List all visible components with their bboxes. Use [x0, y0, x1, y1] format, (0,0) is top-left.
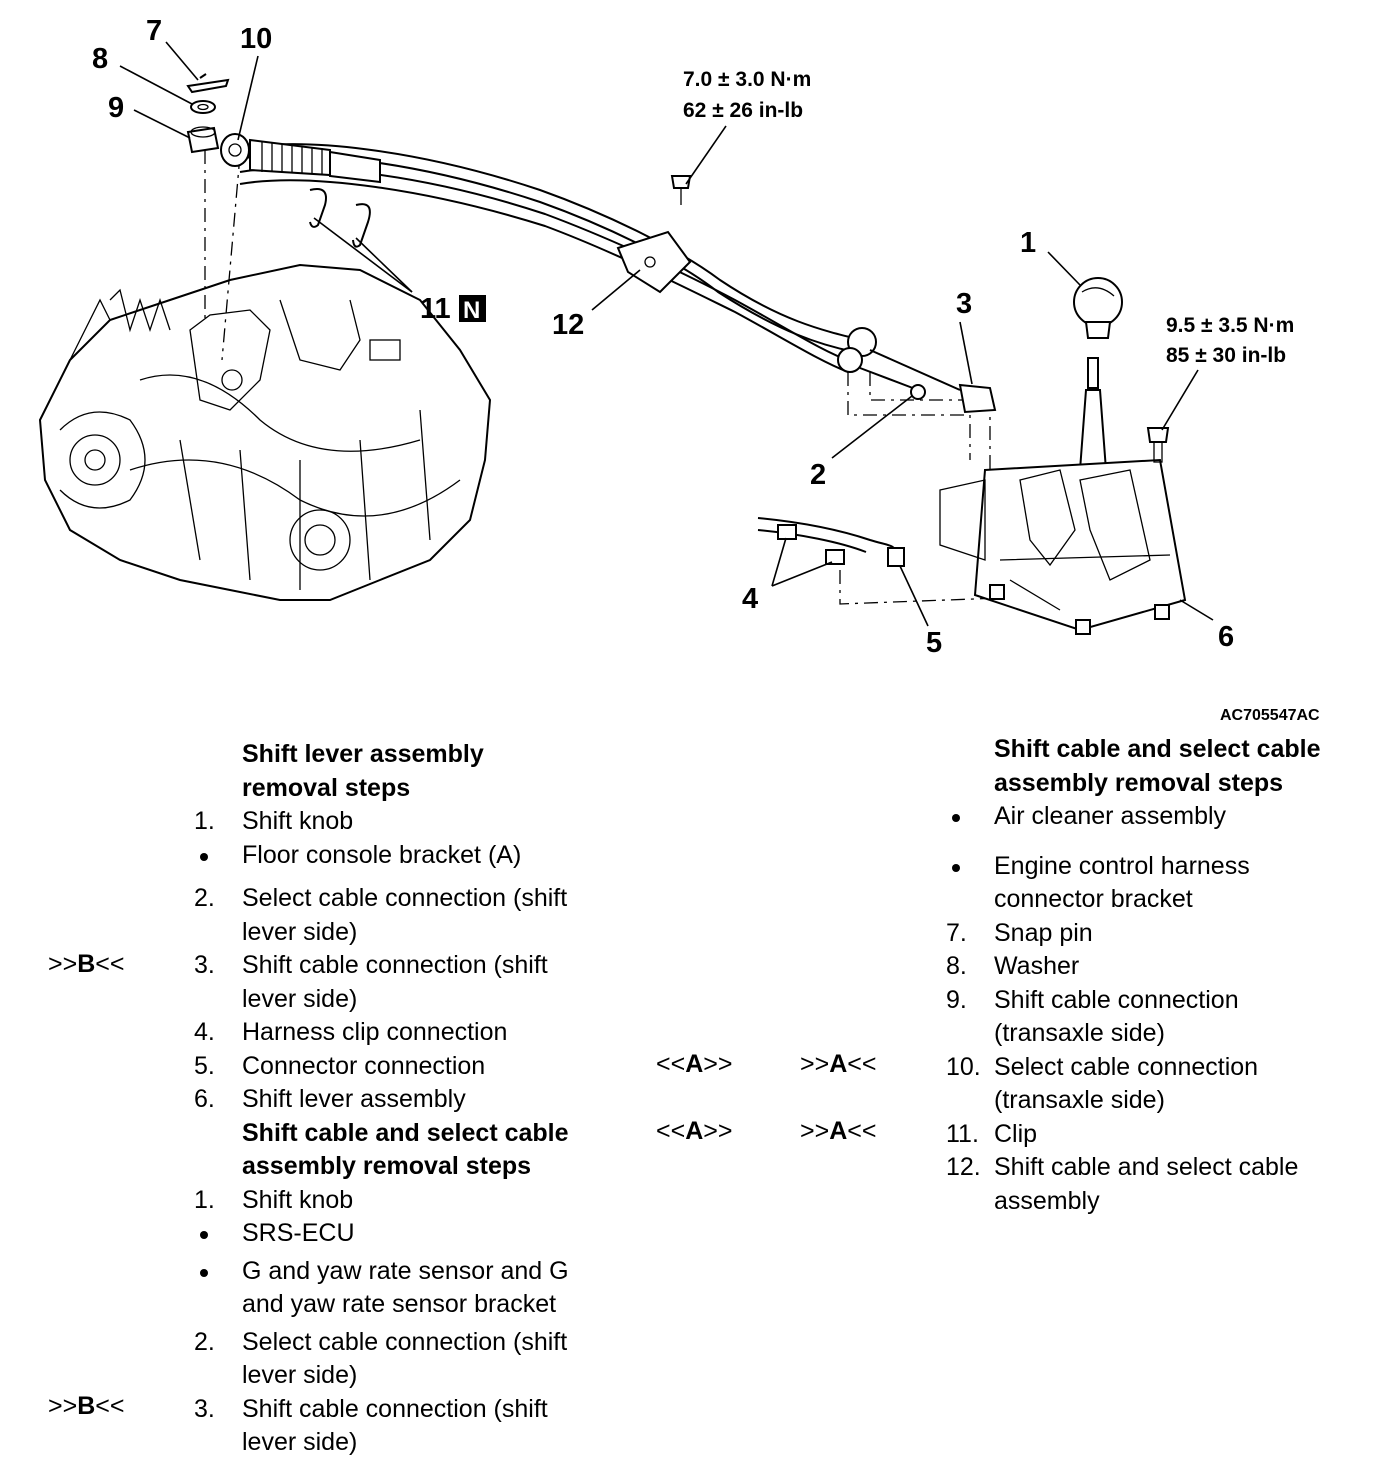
- step-row: connector bracket: [994, 885, 1193, 913]
- callout-11-badge-box: [459, 295, 486, 322]
- left-heading-line1: Shift lever assembly: [242, 740, 484, 768]
- step-row: SRS-ECU: [194, 1217, 634, 1251]
- left-heading-line3: Shift cable and select cable: [242, 1118, 569, 1147]
- harness-part: [757, 517, 905, 567]
- transaxle-illustration: [38, 263, 492, 601]
- service-mark-a-removal: <<A>>: [656, 1117, 733, 1145]
- callout-9: 9: [108, 92, 124, 124]
- callout-11-badge: N: [463, 297, 480, 324]
- callout-8: 8: [92, 43, 108, 75]
- bullet-icon: [200, 1231, 208, 1239]
- step-row: Air cleaner assembly: [946, 800, 1376, 834]
- callout-6: 6: [1218, 621, 1234, 653]
- figure-id-holder: AC705547AC: [1220, 707, 1320, 724]
- left-heading-line2: removal steps: [242, 773, 411, 802]
- callout-10: 10: [240, 23, 272, 55]
- service-mark-a-install: >>A<<: [800, 1050, 877, 1078]
- step-row: 12.Shift cable and select cable: [946, 1153, 1299, 1181]
- step-row: lever side): [242, 1361, 358, 1389]
- callout-2: 2: [810, 459, 826, 491]
- service-mark-a-install: >>A<<: [800, 1117, 877, 1145]
- callout-11: 11: [420, 293, 451, 325]
- step-row: 9.Shift cable connection: [946, 985, 1239, 1014]
- right-heading-line2: assembly removal steps: [994, 768, 1284, 797]
- step-row: Engine control harness: [946, 850, 1376, 884]
- service-mark-b: >>B<<: [48, 1392, 125, 1420]
- callout-7: 7: [146, 15, 162, 47]
- step-row: and yaw rate sensor bracket: [242, 1290, 557, 1318]
- figure-id-text: AC705547AC: [1220, 707, 1320, 724]
- callout-5: 5: [926, 627, 942, 659]
- bullet-icon: [200, 852, 208, 861]
- bullet-icon: [952, 814, 960, 822]
- snap-pin-part: [186, 73, 230, 94]
- exploded-diagram: 1 2 3 4 5 6 7 8 9 10 11 N 12 7.0 ± 3.0 N…: [38, 15, 1294, 659]
- step-row: lever side): [242, 984, 358, 1013]
- callout-1: 1: [1020, 227, 1036, 259]
- left-heading-line4: assembly removal steps: [242, 1152, 532, 1180]
- step-row: lever side): [242, 1428, 358, 1456]
- step-row: (transaxle side): [994, 1086, 1165, 1114]
- right-steps-column: Shift cable and select cable assembly re…: [946, 733, 1376, 1218]
- step-row: 3.Shift cable connection (shift: [194, 951, 548, 979]
- callout-3: 3: [956, 288, 972, 320]
- left-steps-column: Shift lever assembly removal steps 1.Shi…: [194, 738, 634, 1460]
- torque-cable-bolt-inlb: 62 ± 26 in-lb: [683, 99, 803, 122]
- step-row: 1.Shift knob: [194, 1185, 354, 1214]
- torque-cable-bolt-nm: 7.0 ± 3.0 N·m: [683, 68, 811, 91]
- shift-knob-part: [1073, 277, 1123, 339]
- lever-bolt: [1146, 427, 1170, 463]
- step-row: 6.Shift lever assembly: [194, 1085, 466, 1113]
- torque-lever-bolt-nm: 9.5 ± 3.5 N·m: [1166, 314, 1294, 337]
- step-row: 2.Select cable connection (shift: [194, 884, 568, 912]
- step-row: 5.Connector connection: [194, 1051, 486, 1080]
- step-row: 8.Washer: [946, 952, 1080, 980]
- bracket-bolt: [670, 175, 692, 205]
- bullet-icon: [952, 863, 960, 872]
- service-mark-a-removal: <<A>>: [656, 1050, 733, 1078]
- step-row: 2.Select cable connection (shift: [194, 1327, 568, 1356]
- step-row: 3.Shift cable connection (shift: [194, 1394, 548, 1423]
- step-row: (transaxle side): [994, 1019, 1165, 1047]
- torque-lever-bolt-inlb: 85 ± 30 in-lb: [1166, 344, 1286, 367]
- callout-4: 4: [742, 583, 758, 615]
- cable-end-part: [186, 126, 220, 154]
- step-row: 4.Harness clip connection: [194, 1018, 508, 1046]
- bullet-icon: [200, 1268, 208, 1277]
- step-row: 1.Shift knob: [194, 807, 354, 835]
- step-row: lever side): [242, 917, 358, 946]
- step-row: G and yaw rate sensor and G: [194, 1255, 634, 1289]
- callout-12: 12: [552, 309, 584, 341]
- step-row: 7.Snap pin: [946, 918, 1093, 947]
- shift-select-cables: [220, 133, 997, 414]
- step-row: assembly: [994, 1186, 1100, 1215]
- shift-lever-part: [939, 357, 1187, 635]
- step-row: Floor console bracket (A): [194, 839, 634, 873]
- washer-part: [190, 100, 216, 114]
- right-heading-line1: Shift cable and select cable: [994, 735, 1321, 763]
- service-mark-b: >>B<<: [48, 950, 125, 978]
- step-row: 10.Select cable connection: [946, 1052, 1259, 1081]
- clip-part: [309, 188, 371, 248]
- step-row: 11.Clip: [946, 1119, 1038, 1148]
